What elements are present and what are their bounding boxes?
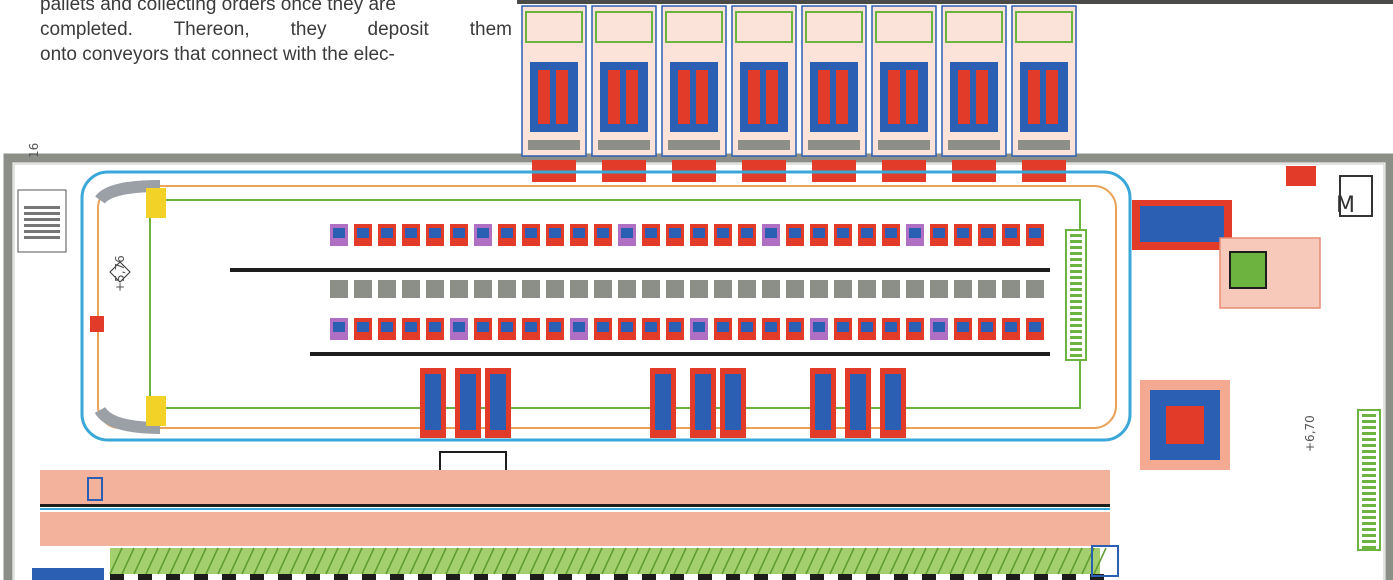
text-line: completed. Thereon, they deposit them: [40, 19, 512, 40]
storage-racks: [230, 224, 1050, 489]
left-features: [17, 189, 131, 580]
lower-racks: [40, 470, 1119, 580]
upper-station-block: [521, 5, 1077, 182]
conveyor-loop: [80, 170, 1132, 442]
text-line: onto conveyors that connect with the ele…: [40, 44, 395, 65]
symbol-top-right: M: [1336, 193, 1355, 218]
elevation-label-left: +5,76: [113, 255, 127, 292]
photo-edge: [517, 0, 1393, 4]
corner-mark: 16: [27, 143, 41, 158]
text-line: pallets and collecting orders once they …: [40, 0, 396, 15]
right-equipment-area: [1065, 166, 1381, 551]
article-text: pallets and collecting orders once they …: [40, 0, 512, 67]
elevation-label-right: +6,70: [1303, 415, 1317, 452]
